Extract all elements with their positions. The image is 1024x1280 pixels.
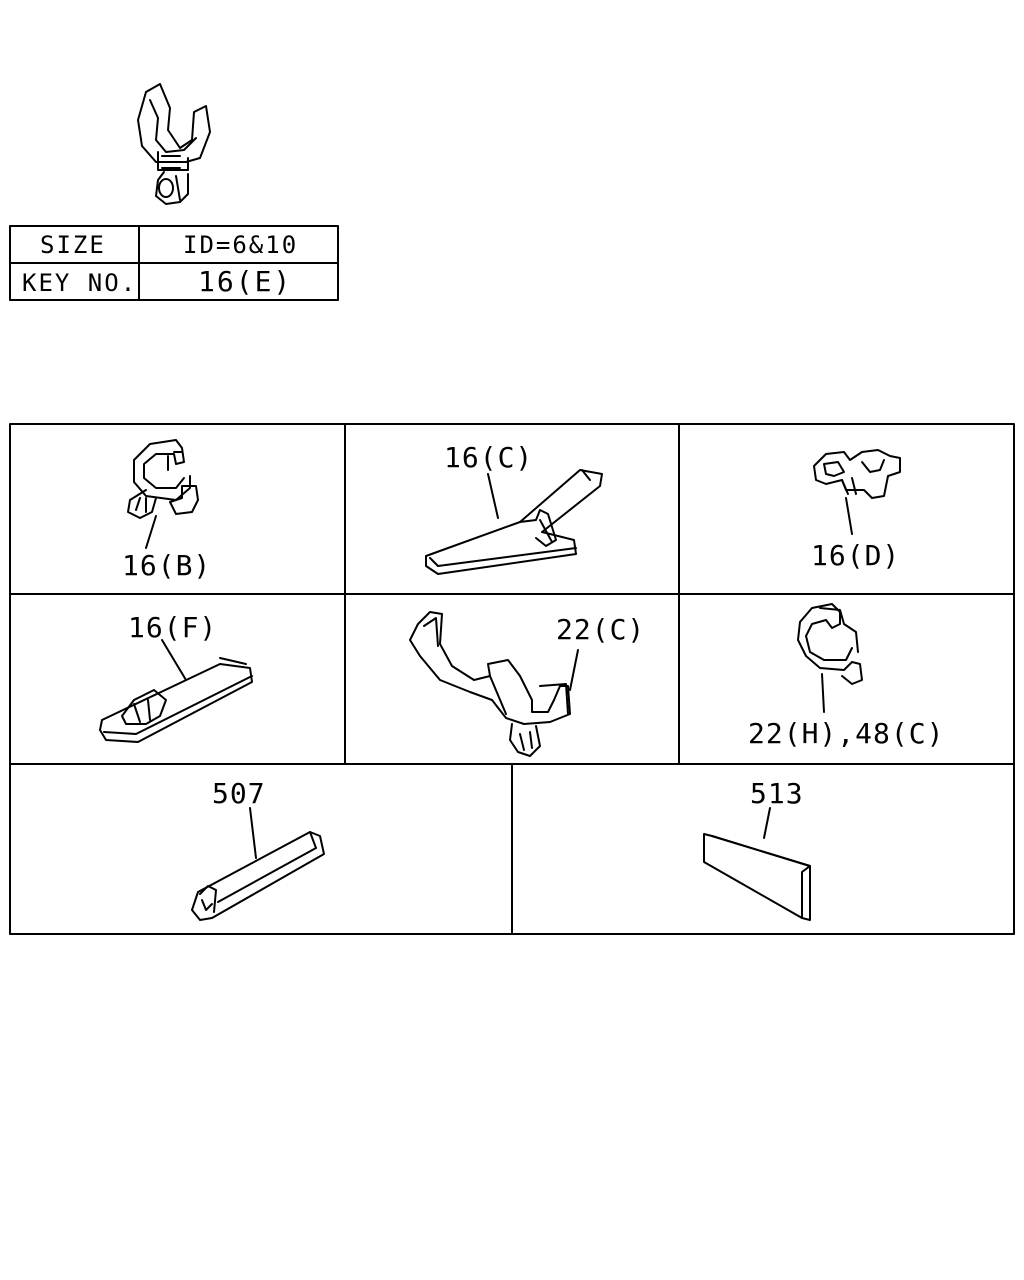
part-label-16d: 16(D) <box>811 539 901 572</box>
part-label-16b: 16(B) <box>122 549 212 582</box>
clip-16e-drawing <box>137 83 211 205</box>
part-513-drawing <box>703 807 811 921</box>
parts-grid <box>9 423 1015 935</box>
part-16c-drawing <box>425 469 603 575</box>
part-label-16f: 16(F) <box>128 611 218 644</box>
size-table-grid <box>9 225 339 301</box>
part-label-513: 513 <box>750 777 804 810</box>
part-507-drawing <box>191 807 325 921</box>
key-no-value: 16(E) <box>198 265 293 298</box>
part-22c-drawing <box>409 611 579 757</box>
part-label-22c: 22(C) <box>556 613 646 646</box>
key-no-label: KEY NO. <box>22 269 138 297</box>
part-16d-drawing <box>813 449 901 535</box>
size-value: ID=6&10 <box>183 231 299 259</box>
part-16f-drawing <box>99 639 253 743</box>
part-label-22h-48c: 22(H),48(C) <box>748 717 945 750</box>
size-label: SIZE <box>40 231 106 259</box>
part-label-16c: 16(C) <box>444 441 534 474</box>
part-16b-drawing <box>127 439 199 549</box>
part-22h-48c-drawing <box>797 603 863 713</box>
part-label-507: 507 <box>212 777 266 810</box>
